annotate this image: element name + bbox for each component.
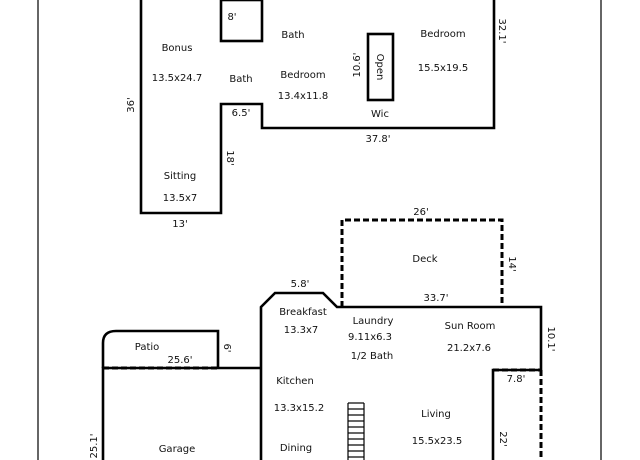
bonus-label: Bonus — [162, 43, 193, 54]
patio-label: Patio — [135, 342, 160, 353]
bath-top-label: Bath — [281, 30, 304, 41]
dim-sitting-wall: 18' — [224, 150, 235, 165]
bonus-size: 13.5x24.7 — [152, 73, 202, 84]
sitting-size: 13.5x7 — [163, 193, 198, 204]
half-bath-label: 1/2 Bath — [351, 351, 394, 362]
dim-living-wall: 22' — [497, 431, 508, 446]
dim-sitting-bottom: 13' — [172, 219, 187, 230]
deck-outline — [340, 218, 504, 307]
breakfast-size: 13.3x7 — [284, 325, 319, 336]
laundry-label: Laundry — [353, 316, 394, 327]
dining-label: Dining — [280, 443, 312, 454]
staircase — [347, 402, 365, 460]
sun-room-size: 21.2x7.6 — [447, 343, 491, 354]
bedroom-large-label: Bedroom — [420, 29, 465, 40]
dim-patio-width: 25.6' — [167, 355, 192, 366]
open-label: Open — [374, 54, 385, 81]
living-label: Living — [421, 409, 451, 420]
garage-outline — [101, 366, 261, 460]
dim-left-wall: 36' — [126, 97, 137, 112]
kitchen-label: Kitchen — [276, 376, 314, 387]
upper-floor-outline — [139, 0, 496, 215]
dim-deck-bottom: 33.7' — [423, 293, 448, 304]
dim-deck-depth: 14' — [506, 256, 517, 271]
dim-sun-room-wall: 10.1' — [545, 326, 556, 351]
dim-notch: 6.5' — [232, 108, 251, 119]
dim-garage-wall: 25.1' — [89, 433, 100, 458]
dim-bath-width: 8' — [227, 12, 236, 23]
sitting-label: Sitting — [164, 171, 196, 182]
upper-bath-closet — [219, 0, 264, 43]
garage-label: Garage — [159, 444, 196, 455]
laundry-size: 9.11x6.3 — [348, 332, 392, 343]
dim-bay: 5.8' — [291, 279, 310, 290]
dim-deck-width: 26' — [413, 207, 428, 218]
breakfast-label: Breakfast — [279, 307, 327, 318]
dim-living-notch: 7.8' — [507, 374, 526, 385]
bedroom-large-size: 15.5x19.5 — [418, 63, 468, 74]
kitchen-size: 13.3x15.2 — [274, 403, 324, 414]
bath-mid-label: Bath — [229, 74, 252, 85]
wic-label: Wic — [371, 109, 389, 120]
bedroom-small-size: 13.4x11.8 — [278, 91, 328, 102]
deck-label: Deck — [412, 254, 437, 265]
living-size: 15.5x23.5 — [412, 436, 462, 447]
dim-open-height: 10.6' — [352, 52, 363, 77]
open-to-below — [366, 32, 395, 102]
main-floor-outline — [259, 291, 543, 460]
dim-patio-depth: 6' — [221, 343, 232, 352]
dim-right-wall: 32.1' — [496, 18, 507, 43]
bedroom-small-label: Bedroom — [280, 70, 325, 81]
dim-bottom-wall: 37.8' — [365, 134, 390, 145]
sun-room-label: Sun Room — [445, 321, 496, 332]
patio-outline — [101, 329, 220, 368]
